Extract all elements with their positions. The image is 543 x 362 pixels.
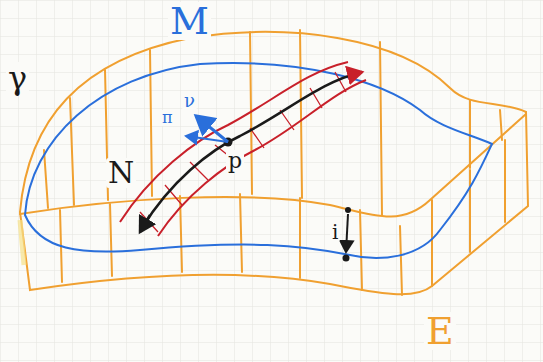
base-manifold (25, 63, 492, 258)
inclusion-arrow (346, 214, 348, 252)
total-space (20, 30, 528, 295)
tubular-neighbourhood (120, 62, 366, 236)
point-label: p (226, 150, 244, 172)
normal-label: ν (182, 92, 197, 110)
dot (343, 255, 350, 262)
projection-label: π (160, 110, 175, 126)
curve-tail (140, 215, 150, 232)
submanifold-label: N (106, 158, 136, 188)
inclusion-label: i (330, 222, 340, 242)
dot (345, 207, 351, 213)
projection-vector (186, 136, 228, 142)
map-symbol: γ (6, 62, 29, 94)
submanifold-curve (142, 72, 362, 228)
space-label: E (424, 312, 456, 350)
highlight (20, 220, 24, 265)
base-label: M (168, 2, 211, 40)
